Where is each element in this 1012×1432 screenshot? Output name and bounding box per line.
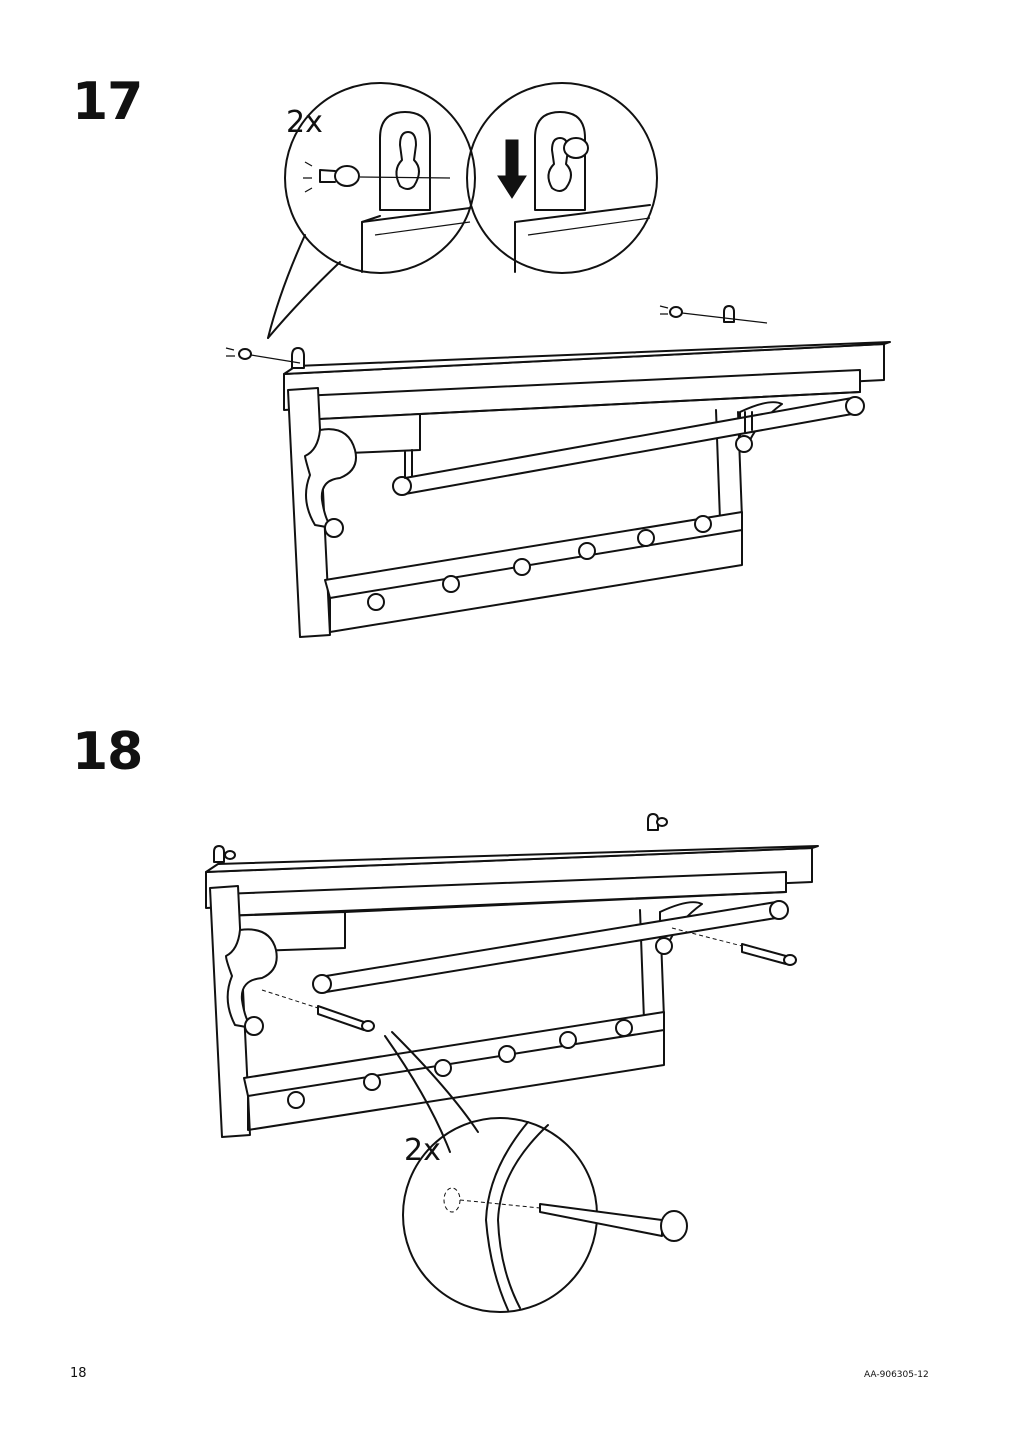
step-18-illustration (0, 780, 1012, 1340)
step-17-illustration (0, 0, 1012, 700)
detail-circle-screw (403, 1118, 687, 1312)
step-18-number: 18 (72, 722, 143, 782)
shelf-unit-18 (206, 814, 818, 1152)
page-number: 18 (70, 1366, 87, 1381)
down-arrow-icon (498, 140, 526, 198)
detail-circle-keyhole (268, 83, 475, 338)
step-18-quantity: 2x (404, 1133, 441, 1168)
document-code: AA-906305-12 (864, 1370, 929, 1380)
detail-circle-hung (467, 83, 657, 273)
step-17-number: 17 (72, 72, 143, 132)
shelf-unit-17 (226, 306, 890, 637)
step-17-quantity: 2x (286, 105, 323, 140)
